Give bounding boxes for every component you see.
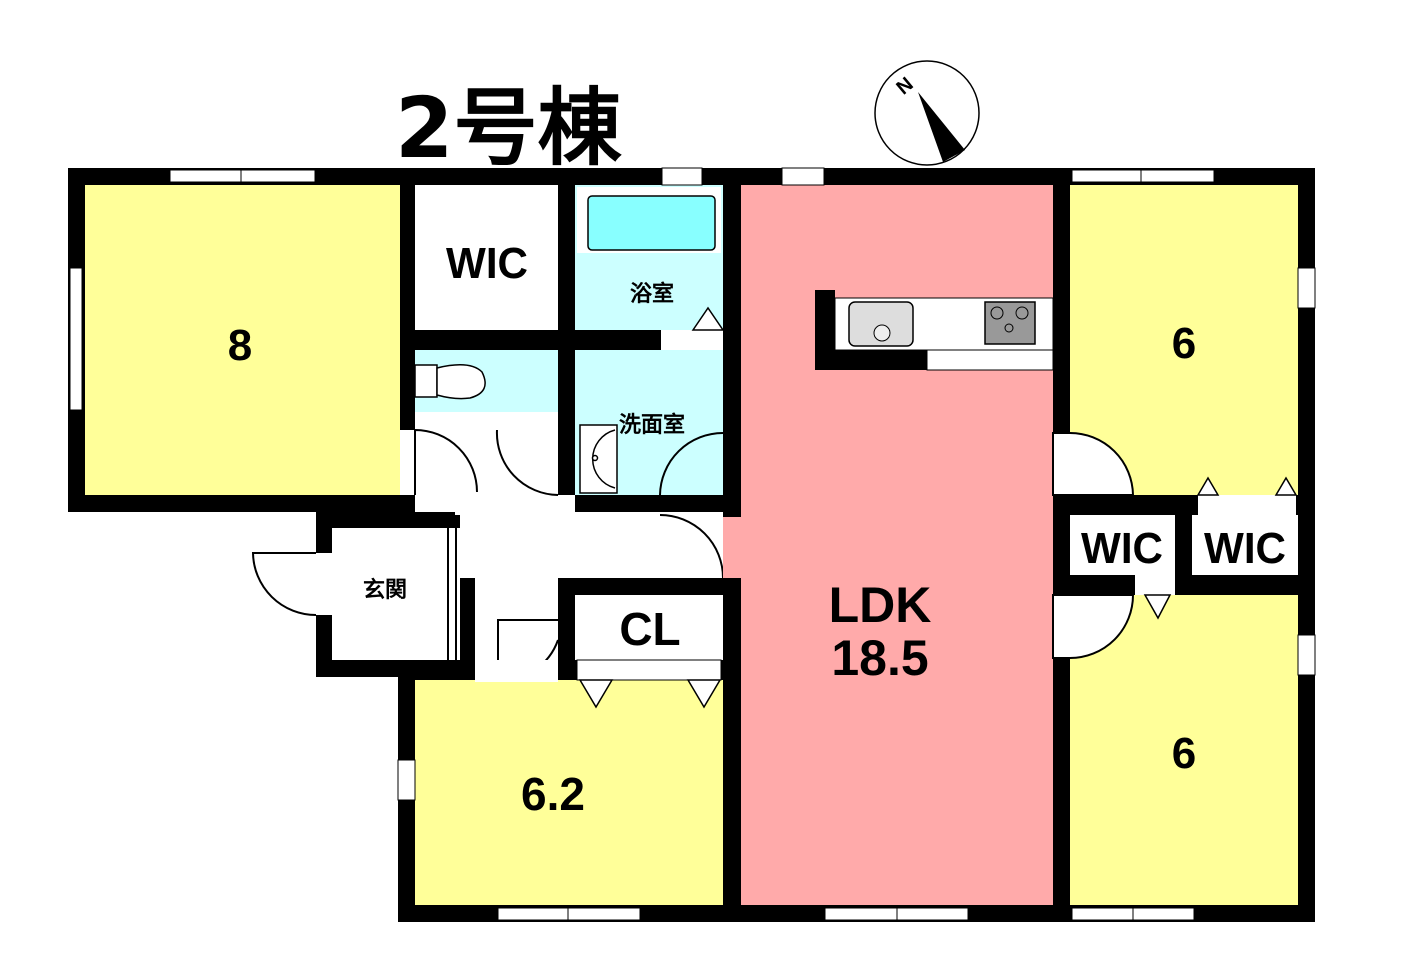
room-6-bottom-door[interactable] [1052,594,1135,659]
closet-floor [575,595,723,660]
room-6-top-label: 6 [1172,319,1196,368]
ldk-door[interactable] [659,514,724,579]
toilet-icon [414,364,486,400]
wic-1-floor [415,185,558,330]
room-6-2-label: 6.2 [521,768,585,820]
ldk-hall-opening [723,517,741,578]
gas-stove-icon [984,301,1036,345]
room-6-top-floor [1070,185,1298,495]
room-6-bottom-floor [1070,595,1298,905]
ldk-label: LDK [829,577,932,633]
closet-label: CL [619,603,680,655]
room-6-top-door[interactable] [1052,432,1135,496]
room-8-label: 8 [228,321,252,370]
wic-3-door[interactable] [1198,495,1296,515]
room-8-floor [85,185,400,495]
wic-2-floor [1070,515,1175,575]
room-6-2-floor [415,680,723,905]
washroom-door[interactable] [659,432,724,496]
entrance-label: 玄関 [363,577,407,603]
building-title: 2号棟 [395,79,622,177]
closet-door[interactable] [576,659,722,681]
room-6-bottom-label: 6 [1172,729,1196,778]
north-compass-icon: N [874,60,980,166]
entrance-floor [332,528,460,660]
wic-3-label: WIC [1204,524,1286,573]
wic-2-label: WIC [1081,524,1163,573]
ldk-size-label: 18.5 [831,630,928,686]
bathtub-basin [587,195,716,251]
wic-2-door[interactable] [1135,575,1175,595]
washroom-label: 洗面室 [619,412,685,438]
front-door[interactable] [251,552,332,616]
wic-3-floor [1192,515,1298,575]
toilet-door[interactable] [495,429,559,496]
kitchen-sink-icon [848,301,914,347]
washbasin-icon [579,424,618,494]
bath-door[interactable] [661,330,723,350]
room-8-door[interactable] [414,428,478,495]
bath-door-icon [691,306,725,331]
room-6-2-hall-opening [475,660,558,682]
ldk-floor [741,185,1053,905]
windows [69,167,1316,922]
bath-label: 浴室 [630,281,674,307]
wic-1-label: WIC [446,239,528,288]
